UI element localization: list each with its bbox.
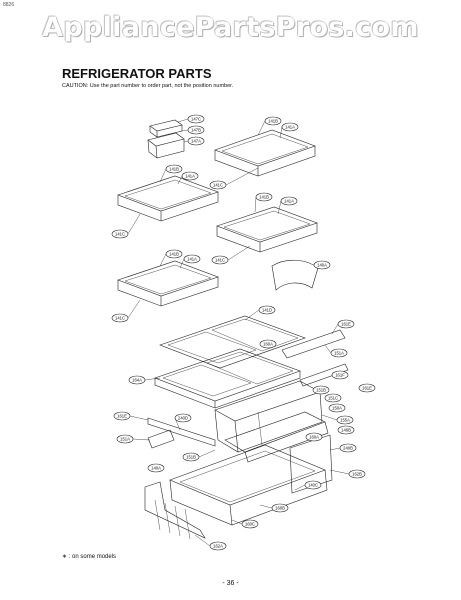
side-rail-left: [147, 417, 216, 449]
crisper-cover-assembly: [154, 315, 306, 409]
svg-text:161E: 161E: [362, 386, 372, 391]
leader-lines: [127, 118, 350, 547]
callout-160b: 160B: [271, 503, 289, 513]
svg-text:151A: 151A: [334, 351, 344, 356]
crisper-drawers: [214, 380, 329, 463]
svg-text:146B: 146B: [341, 428, 351, 433]
callout-141c-1: 141C: [209, 180, 227, 190]
callout-147b: 147B: [187, 125, 205, 135]
callout-161e-2: 161E: [358, 383, 376, 393]
callout-151b-2: 151B: [182, 452, 200, 462]
svg-text:141C: 141C: [213, 183, 223, 188]
svg-text:147C: 147C: [191, 117, 201, 122]
callout-140c: 140C: [304, 480, 322, 490]
callout-141c-3: 141C: [211, 255, 229, 265]
watermark: AppliancePartsPros.com: [42, 12, 419, 43]
svg-text:140C: 140C: [308, 483, 318, 488]
callout-141a-2: 141A: [181, 171, 199, 181]
svg-text:141C: 141C: [115, 316, 125, 321]
svg-text:147B: 147B: [191, 128, 201, 133]
callout-155a: 155A: [336, 415, 354, 425]
callout-161f: 161F: [331, 370, 349, 380]
svg-text:141A: 141A: [185, 174, 195, 179]
callout-240d: 240D: [174, 413, 192, 423]
callout-240b: 240B: [339, 443, 357, 453]
callout-141a-3: 141A: [280, 196, 298, 206]
callout-161e-3: 161E: [113, 411, 131, 421]
callout-151a-2: 151A: [116, 434, 134, 444]
svg-text:141C: 141C: [115, 232, 125, 237]
callout-141c-2: 141C: [111, 229, 129, 239]
callout-140a-2: 140A: [147, 463, 165, 473]
svg-text:151B: 151B: [316, 388, 326, 393]
svg-text:162A: 162A: [213, 544, 223, 549]
svg-text:160B: 160B: [275, 506, 285, 511]
callout-161e-1: 161E: [337, 319, 355, 329]
callout-141b-2: 141B: [165, 164, 183, 174]
callout-162a: 162A: [209, 541, 227, 551]
egg-tray: [147, 119, 185, 159]
page-title: REFRIGERATOR PARTS: [62, 66, 212, 81]
svg-text:240B: 240B: [343, 446, 353, 451]
svg-text:240D: 240D: [178, 416, 188, 421]
svg-text:164A: 164A: [132, 378, 142, 383]
svg-text:140A: 140A: [317, 263, 327, 268]
callout-151c: 151C: [324, 393, 342, 403]
svg-text:141B: 141B: [169, 252, 179, 257]
callout-160a-1: 160A: [259, 339, 277, 349]
svg-text:155A: 155A: [340, 418, 350, 423]
svg-text:151A: 151A: [120, 437, 130, 442]
svg-text:147A: 147A: [191, 139, 201, 144]
callout-146b: 146B: [337, 425, 355, 435]
page-number: - 36 -: [222, 580, 239, 587]
svg-text:140A: 140A: [151, 466, 161, 471]
footnote: ∗ : on some models: [62, 554, 117, 560]
callout-162b: 162B: [348, 469, 366, 479]
svg-text:141C: 141C: [215, 258, 225, 263]
svg-text:141B: 141B: [268, 119, 278, 124]
svg-text:161E: 161E: [117, 414, 127, 419]
svg-text:150A: 150A: [332, 406, 342, 411]
callout-141a-1: 141A: [281, 122, 299, 132]
callout-140a-1: 140A: [313, 260, 331, 270]
svg-text:160A: 160A: [263, 342, 273, 347]
callout-147c: 147C: [187, 114, 205, 124]
svg-text:141A: 141A: [284, 199, 294, 204]
svg-text:141B: 141B: [259, 195, 269, 200]
callout-141d: 141D: [258, 305, 276, 315]
corner-code: 8826: [3, 2, 15, 8]
bottom-pan: [144, 434, 333, 540]
svg-text:151C: 151C: [328, 396, 338, 401]
svg-text:161F: 161F: [335, 373, 345, 378]
callout-147a: 147A: [187, 136, 205, 146]
callout-141b-4: 141B: [165, 249, 183, 259]
callout-141c-4: 141C: [111, 313, 129, 323]
svg-text:151B: 151B: [186, 455, 196, 460]
callout-141b-1: 141B: [264, 116, 282, 126]
svg-text:160C: 160C: [245, 522, 255, 527]
svg-text:141B: 141B: [169, 167, 179, 172]
shelf-right-2: [216, 206, 319, 291]
callout-164a: 164A: [128, 375, 146, 385]
callout-141a-4: 141A: [183, 254, 201, 264]
svg-text:141D: 141D: [262, 308, 272, 313]
callout-141b-3: 141B: [255, 192, 273, 202]
callout-151a-1: 151A: [330, 348, 348, 358]
callout-160a-2: 160A: [305, 432, 323, 442]
svg-text:141A: 141A: [187, 257, 197, 262]
callout-160c: 160C: [241, 519, 259, 529]
svg-text:160A: 160A: [309, 435, 319, 440]
svg-text:161E: 161E: [341, 322, 351, 327]
shelf-left-2: [117, 260, 219, 307]
caution-note: CAUTION: Use the part number to order pa…: [62, 83, 234, 89]
callout-150a: 150A: [328, 403, 346, 413]
shelf-right-1: [214, 129, 316, 177]
shelf-left-1: [117, 175, 219, 222]
svg-text:141A: 141A: [285, 125, 295, 130]
side-rail-right: [281, 329, 349, 387]
svg-text:162B: 162B: [352, 472, 362, 477]
callout-151b-1: 151B: [312, 385, 330, 395]
